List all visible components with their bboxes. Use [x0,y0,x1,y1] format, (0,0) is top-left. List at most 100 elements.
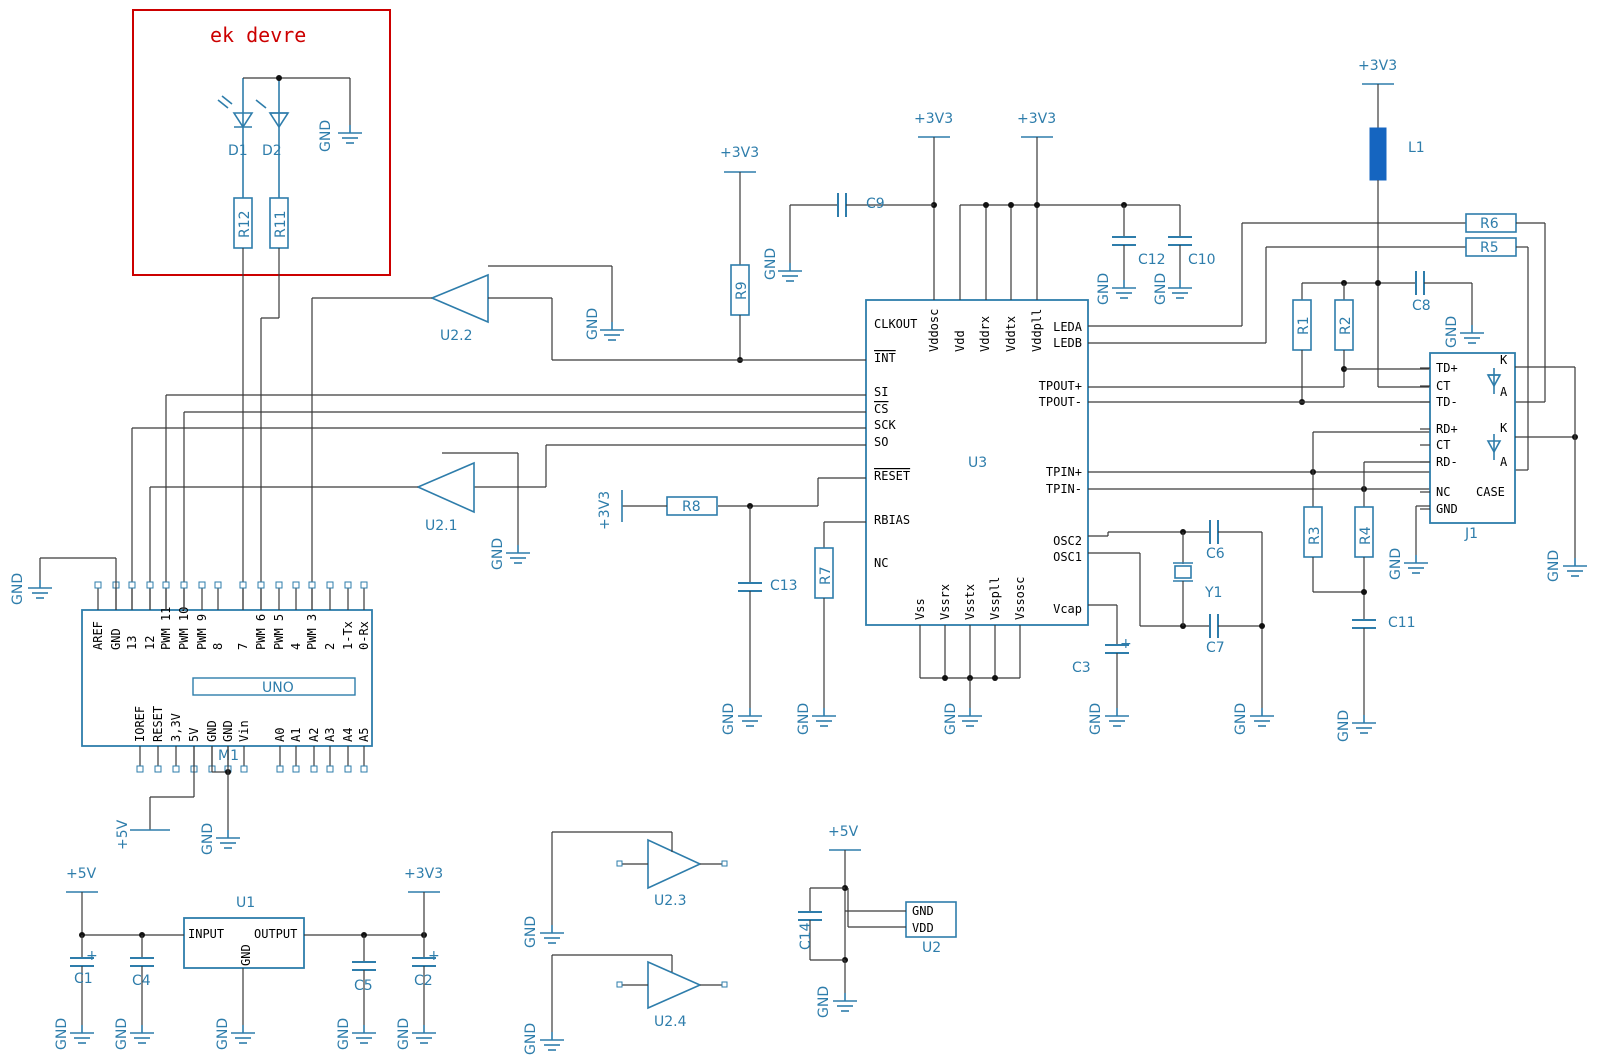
uno-pin-label: PWM 3 [305,614,319,650]
annotation-box [132,9,391,276]
u3-pin-label: NC [874,556,888,570]
u3-pin-label: OSC1 [1053,550,1082,564]
gnd-label: GND [1336,710,1352,742]
gnd-label: GND [1444,316,1460,348]
rail-3v3-b: +3V3 [1017,111,1056,127]
uno-pin-label: PWM 6 [254,614,268,650]
uno-pin-label: GND [221,720,235,742]
uno-pin-label: PWM 11 [159,607,173,650]
gnd-label: GND [796,703,812,735]
u2-power-box [905,901,957,938]
buffer-u2-3 [647,838,702,890]
gnd-label: GND [54,1018,70,1050]
uno-pin-label: 12 [143,636,157,650]
j1-a-label: A [1500,385,1508,399]
ref-u2: U2 [922,940,941,956]
rail-3v3-l1: +3V3 [1358,58,1397,74]
ref-r4: R4 [1358,526,1374,545]
ref-r3: R3 [1307,526,1323,545]
buffer-u2-4 [647,960,702,1010]
uno-pin-label: A0 [273,728,287,742]
u3-pin-label: RESET [874,469,910,483]
u1-output-label: OUTPUT [254,927,297,941]
j1-a-label: A [1500,455,1508,469]
j1-k-label: K [1500,353,1508,367]
u3-pin-label: SCK [874,418,896,432]
u3-pin-label: Vddpll [1030,309,1044,352]
ref-c13: C13 [770,578,798,594]
uno-pin-label: AREF [91,621,105,650]
u3-pin-label: Vssrx [938,584,952,620]
ref-c4: C4 [132,973,151,989]
uno-pin-label: 13 [125,636,139,650]
ref-c12: C12 [1138,252,1166,268]
u3-chip [865,299,1089,626]
led-d1 [217,78,254,200]
ref-r9: R9 [734,281,750,300]
uno-pin-label: IOREF [133,706,147,742]
plus-sign: + [1120,636,1132,652]
u3-pin-label: LEDB [1053,336,1082,350]
ref-u3: U3 [968,455,987,471]
u3-pin-label: LEDA [1053,320,1083,334]
u3-pin-label: Vddosc [927,309,941,352]
u2-gnd-label: GND [912,904,934,918]
u3-pin-label: TPOUT- [1039,395,1082,409]
rail-3v3-r9: +3V3 [720,145,759,161]
gnd-label: GND [1388,548,1404,580]
gnd-label: GND [490,538,506,570]
rail-5v-uno: +5V [115,819,131,850]
ref-r11: R11 [273,210,289,238]
uno-pin-label: RESET [151,706,165,742]
uno-pin-label: 7 [236,643,250,650]
ref-u2-2: U2.2 [440,328,473,344]
led-d2 [255,78,290,200]
ref-c3: C3 [1072,660,1091,676]
ref-c2: C2 [414,973,433,989]
u3-pin-label: Vddrx [978,316,992,352]
uno-pin-label: GND [109,628,123,650]
j1-pin-label: RD+ [1436,422,1458,436]
gnd-label: GND [816,986,832,1018]
ref-d1: D1 [228,143,248,159]
ref-r5: R5 [1480,240,1499,256]
gnd-label: GND [585,308,601,340]
j1-pin-label: TD- [1436,395,1458,409]
ref-r2: R2 [1338,316,1354,335]
j1-pin-label: GND [1436,502,1458,516]
j1-pin-label: NC [1436,485,1450,499]
u1-input-label: INPUT [188,927,224,941]
j1-pin-label: RD- [1436,455,1458,469]
gnd-label: GND [1546,550,1562,582]
gnd-label: GND [200,823,216,855]
uno-pin-label: GND [205,720,219,742]
u3-pin-label: Vdd [953,330,967,352]
uno-title: UNO [262,680,294,696]
ref-u2-4: U2.4 [654,1014,687,1030]
u3-pin-label: Vddtx [1004,316,1018,352]
u3-pin-label: Vss [913,598,927,620]
gnd-label: GND [721,703,737,735]
ref-j1: J1 [1464,526,1478,542]
j1-pin-label: TD+ [1436,361,1458,375]
ref-c14: C14 [798,922,814,950]
gnd-label: GND [215,1018,231,1050]
ref-c6: C6 [1206,546,1225,562]
gnd-label: GND [318,120,334,152]
j1-pin-label: CT [1436,379,1450,393]
gnd-label: GND [1088,703,1104,735]
uno-pin-label: PWM 10 [177,607,191,650]
uno-pin-label: A5 [357,728,371,742]
ref-u2-1: U2.1 [425,518,458,534]
u3-pin-label: Vssosc [1013,577,1027,620]
gnd-label: GND [763,248,779,280]
u3-pin-label: CS [874,402,888,416]
crystal-y1 [1174,565,1192,579]
uno-pin-label: A3 [323,728,337,742]
uno-pin-label: 4 [289,643,303,650]
ref-r6: R6 [1480,216,1499,232]
u3-pin-label: TPIN+ [1046,465,1082,479]
u2-vdd-label: VDD [912,921,934,935]
u3-pin-label: TPIN- [1046,482,1082,496]
